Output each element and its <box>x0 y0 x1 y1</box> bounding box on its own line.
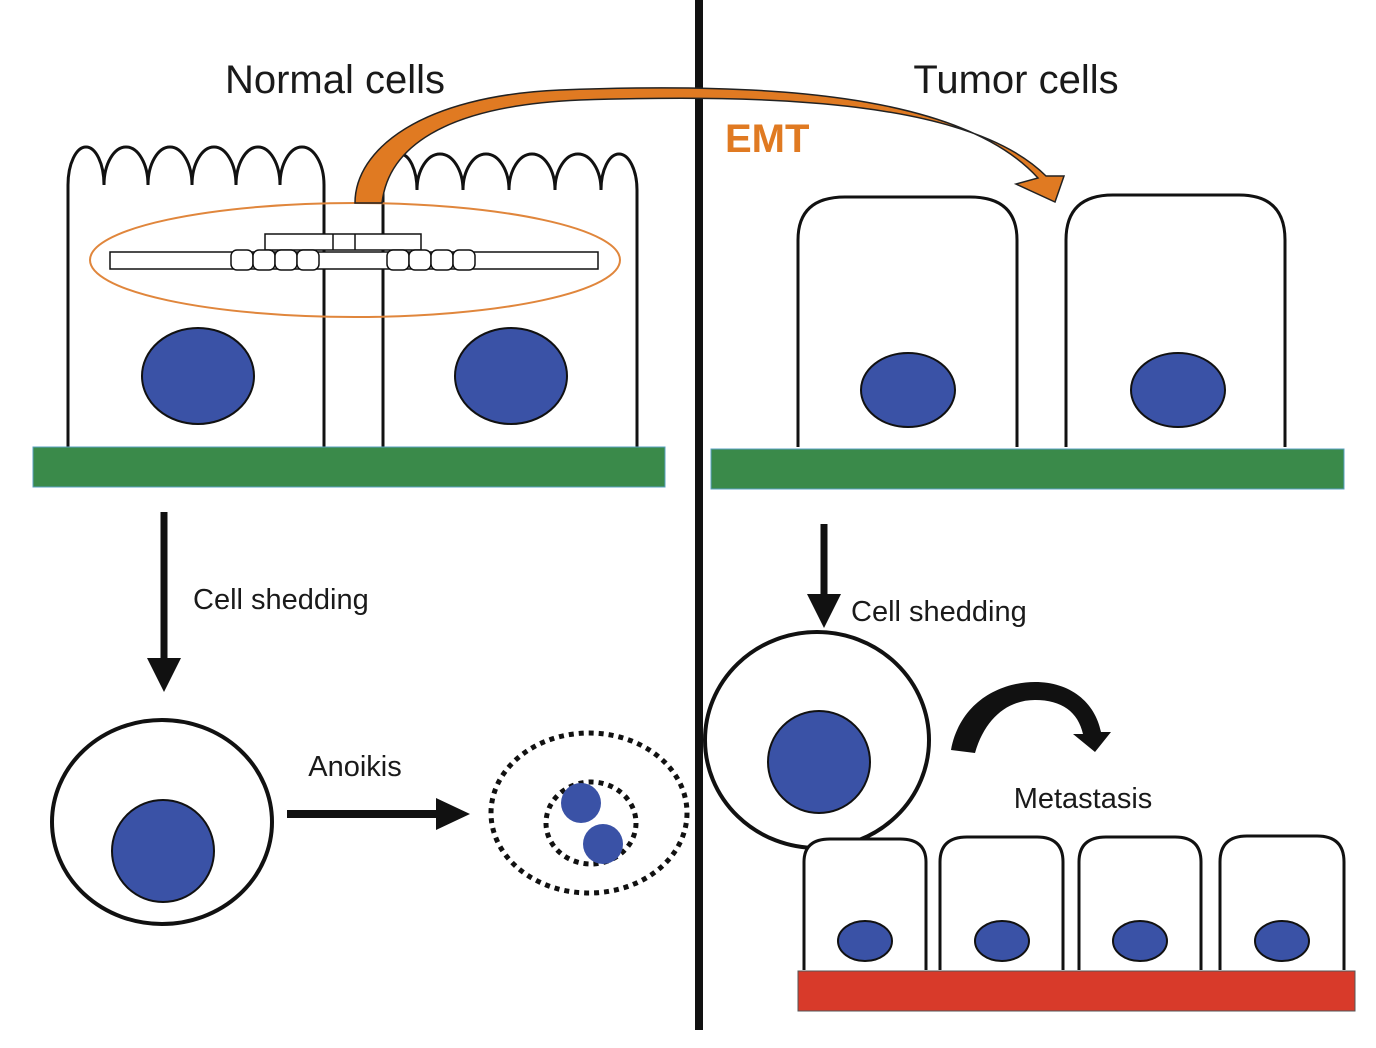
emt-arrow <box>354 87 1066 204</box>
secondary-tissue <box>797 970 1356 1012</box>
apoptotic-cell <box>488 730 690 896</box>
basement-membrane-left <box>32 446 666 488</box>
title-normal-cells: Normal cells <box>225 58 445 102</box>
anoikis-label: Anoikis <box>308 751 402 783</box>
secondary-site-cell-3 <box>1077 835 1203 970</box>
shedding-arrow-left <box>147 512 181 692</box>
nucleus-fragment <box>583 824 623 864</box>
tumor-cell-1 <box>796 195 1019 447</box>
normal-cell-right <box>381 152 639 447</box>
nucleus <box>974 920 1030 962</box>
emt-label: EMT <box>725 117 809 161</box>
basement-membrane-right <box>710 448 1345 490</box>
nucleus <box>837 920 893 962</box>
metastasis-label: Metastasis <box>1014 783 1153 815</box>
nucleus <box>767 710 871 814</box>
secondary-site-cell-2 <box>938 835 1065 970</box>
nucleus <box>454 327 568 425</box>
normal-cell-left <box>66 145 326 447</box>
cell-junction-complex <box>109 233 599 271</box>
nucleus <box>141 327 255 425</box>
nucleus <box>860 352 956 428</box>
title-tumor-cells: Tumor cells <box>913 58 1118 102</box>
nucleus <box>1254 920 1310 962</box>
shed-normal-cell <box>50 718 274 926</box>
cell-shedding-label-right: Cell shedding <box>851 596 1027 628</box>
shedding-arrow-right <box>807 524 841 628</box>
nucleus <box>1130 352 1226 428</box>
cell-shedding-label-left: Cell shedding <box>193 584 369 616</box>
nucleus-fragment <box>561 783 601 823</box>
nucleus <box>1112 920 1168 962</box>
secondary-site-cell-4 <box>1218 834 1346 970</box>
secondary-site-cell-1 <box>802 837 928 970</box>
metastasis-arrow <box>951 682 1111 753</box>
shed-tumor-cell <box>703 630 931 850</box>
nucleus <box>111 799 215 903</box>
anoikis-arrow <box>287 798 470 830</box>
tumor-cell-2 <box>1064 193 1287 447</box>
